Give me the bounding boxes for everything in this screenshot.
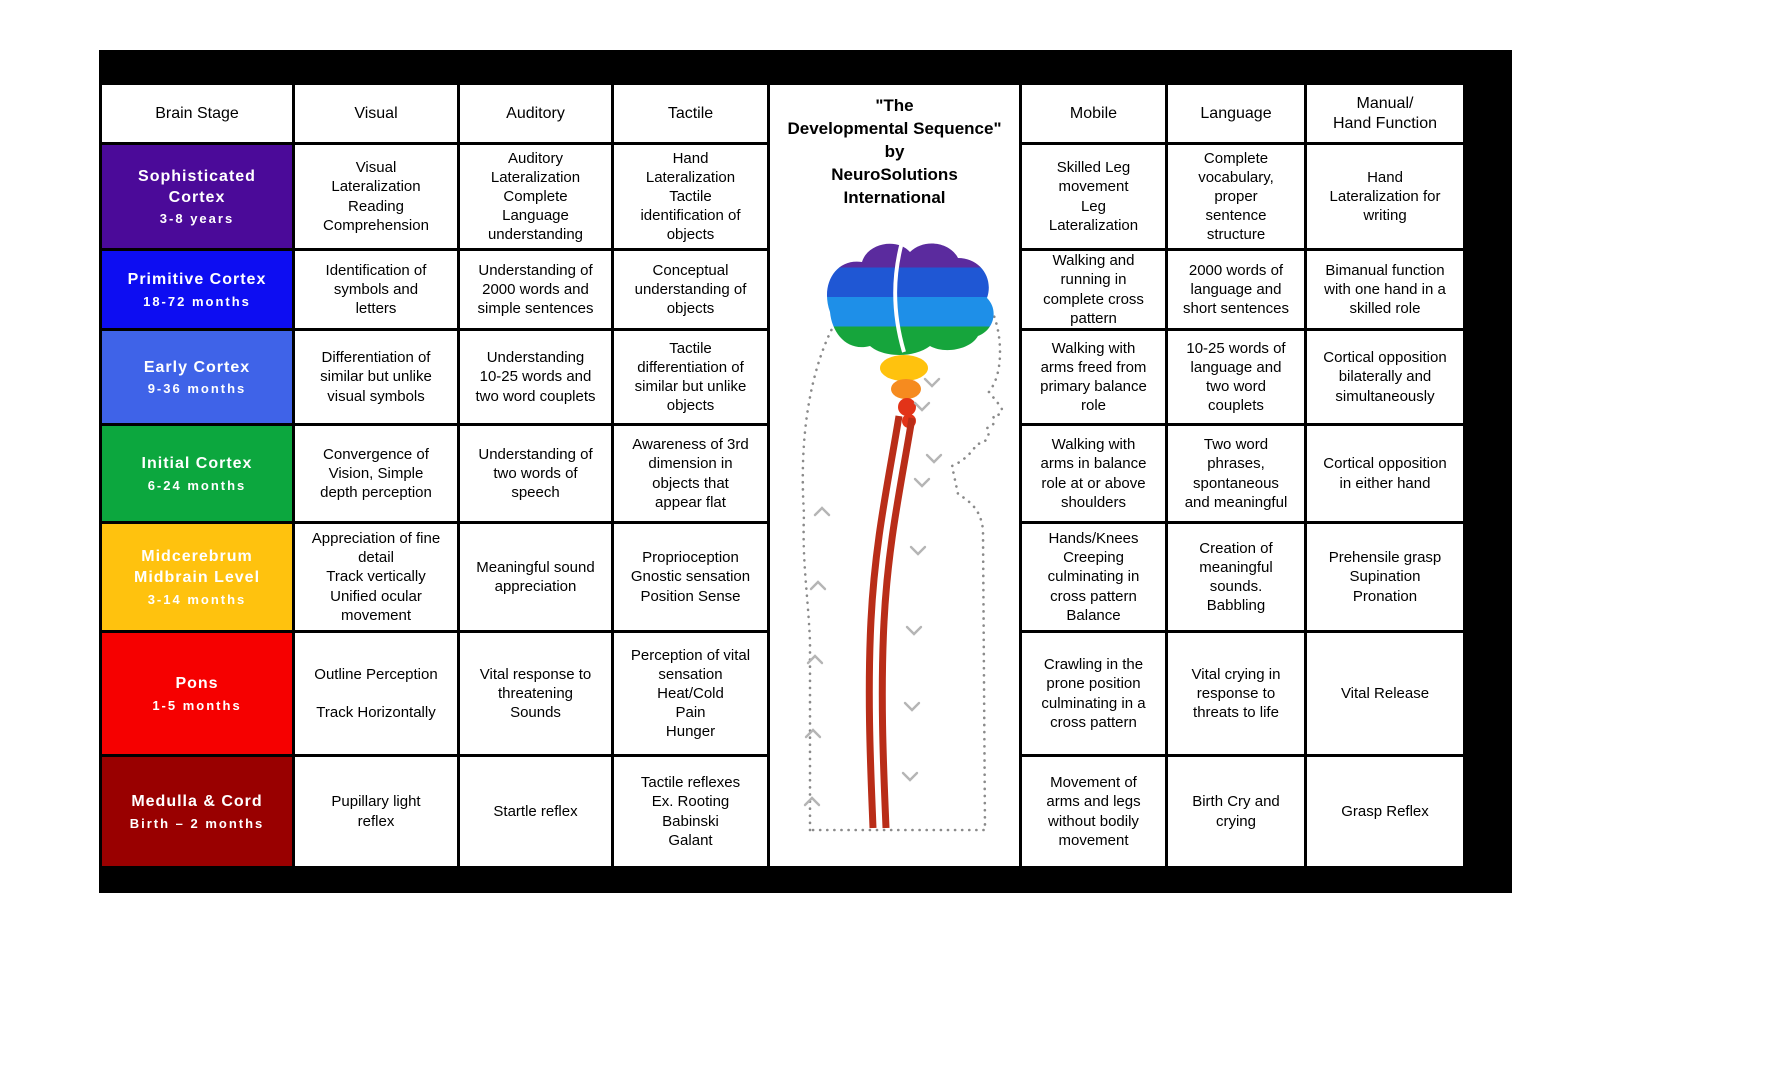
cell-language: 2000 words of language and short sentenc… [1168, 251, 1304, 328]
stage-name: Primitive Cortex [127, 271, 267, 289]
cell-tactile: Tactile differentiation of similar but u… [614, 331, 767, 423]
cell-tactile: Awareness of 3rd dimension in objects th… [614, 426, 767, 521]
sequence-title: "The Developmental Sequence" by NeuroSol… [787, 96, 1002, 207]
brain-midline [893, 241, 906, 353]
cell-manual: Prehensile grasp Supination Pronation [1307, 524, 1463, 630]
midbrain-node [880, 354, 928, 381]
cell-visual: Pupillary light reflex [295, 757, 457, 866]
cell-visual: Differentiation of similar but unlike vi… [295, 331, 457, 423]
cell-mobile: Skilled Leg movement Leg Lateralization [1022, 145, 1165, 248]
cell-mobile: Hands/Knees Creeping culminating in cros… [1022, 524, 1165, 630]
cell-manual: Hand Lateralization for writing [1307, 145, 1463, 248]
cell-visual: Identification of symbols and letters [295, 251, 457, 328]
stage-cell-primitive-cortex: Primitive Cortex 18-72 months [102, 251, 292, 328]
cell-tactile: Tactile reflexes Ex. Rooting Babinski Ga… [614, 757, 767, 866]
cell-mobile: Walking and running in complete cross pa… [1022, 251, 1165, 328]
stage-age: 3-8 years [159, 211, 235, 227]
stage-age: 9-36 months [147, 381, 247, 397]
cell-manual: Bimanual function with one hand in a ski… [1307, 251, 1463, 328]
header-visual: Visual [295, 85, 457, 142]
cell-visual: Convergence of Vision, Simple depth perc… [295, 426, 457, 521]
cell-tactile: Proprioception Gnostic sensation Positio… [614, 524, 767, 630]
cell-visual: Outline Perception Track Horizontally [295, 633, 457, 754]
body-outline [801, 256, 1004, 831]
cell-manual: Grasp Reflex [1307, 757, 1463, 866]
cell-mobile: Crawling in the prone position culminati… [1022, 633, 1165, 754]
medulla-node [898, 397, 916, 416]
stage-cell-sophisticated-cortex: Sophisticated Cortex 3-8 years [102, 145, 292, 248]
stage-name: Medulla & Cord [131, 793, 263, 811]
stage-name: Midcerebrum Midbrain Level [133, 548, 261, 586]
stage-cell-early-cortex: Early Cortex 9-36 months [102, 331, 292, 423]
cell-mobile: Walking with arms freed from primary bal… [1022, 331, 1165, 423]
pons-node [891, 378, 921, 399]
cell-tactile: Perception of vital sensation Heat/Cold … [614, 633, 767, 754]
cell-language: Creation of meaningful sounds. Babbling [1168, 524, 1304, 630]
stage-name: Early Cortex [143, 358, 251, 376]
stage-age: Birth – 2 months [129, 815, 265, 831]
header-auditory: Auditory [460, 85, 611, 142]
cell-auditory: Understanding of 2000 words and simple s… [460, 251, 611, 328]
cell-language: Vital crying in response to threats to l… [1168, 633, 1304, 754]
cell-auditory: Meaningful sound appreciation [460, 524, 611, 630]
cell-manual: Cortical opposition in either hand [1307, 426, 1463, 521]
cell-manual: Vital Release [1307, 633, 1463, 754]
cell-mobile: Walking with arms in balance role at or … [1022, 426, 1165, 521]
cell-auditory: Vital response to threatening Sounds [460, 633, 611, 754]
header-language: Language [1168, 85, 1304, 142]
stage-age: 18-72 months [143, 293, 251, 309]
stage-age: 3-14 months [147, 591, 247, 607]
cell-auditory: Startle reflex [460, 757, 611, 866]
developmental-sequence-table: Brain Stage Visual Auditory Tactile "The… [102, 85, 1463, 866]
developmental-sequence-figure [801, 241, 1004, 831]
header-manual: Manual/ Hand Function [1307, 85, 1463, 142]
stage-name: Initial Cortex [141, 455, 253, 473]
stage-name: Pons [175, 675, 219, 693]
cell-auditory: Auditory Lateralization Complete Languag… [460, 145, 611, 248]
cell-visual: Visual Lateralization Reading Comprehens… [295, 145, 457, 248]
cell-manual: Cortical opposition bilaterally and simu… [1307, 331, 1463, 423]
cell-language: Two word phrases, spontaneous and meanin… [1168, 426, 1304, 521]
direction-chevrons [803, 377, 943, 806]
stage-cell-pons: Pons 1-5 months [102, 633, 292, 754]
stage-age: 6-24 months [147, 477, 247, 493]
stage-name: Sophisticated Cortex [138, 167, 256, 206]
stage-cell-initial-cortex: Initial Cortex 6-24 months [102, 426, 292, 521]
cell-language: 10-25 words of language and two word cou… [1168, 331, 1304, 423]
cell-tactile: Hand Lateralization Tactile identificati… [614, 145, 767, 248]
cell-language: Complete vocabulary, proper sentence str… [1168, 145, 1304, 248]
header-mobile: Mobile [1022, 85, 1165, 142]
cell-mobile: Movement of arms and legs without bodily… [1022, 757, 1165, 866]
cell-auditory: Understanding of two words of speech [460, 426, 611, 521]
stage-cell-medulla-cord: Medulla & Cord Birth – 2 months [102, 757, 292, 866]
spinal-cord-left [865, 415, 903, 828]
center-panel: "The Developmental Sequence" by NeuroSol… [770, 85, 1019, 866]
header-brain-stage: Brain Stage [102, 85, 292, 142]
cell-language: Birth Cry and crying [1168, 757, 1304, 866]
stage-age: 1-5 months [152, 697, 242, 713]
cell-visual: Appreciation of fine detail Track vertic… [295, 524, 457, 630]
spinal-cord-right [878, 417, 916, 828]
cell-auditory: Understanding 10-25 words and two word c… [460, 331, 611, 423]
figure-wrap [772, 210, 1017, 864]
header-tactile: Tactile [614, 85, 767, 142]
brain-shape [826, 243, 994, 355]
cell-tactile: Conceptual understanding of objects [614, 251, 767, 328]
stage-cell-midcerebrum: Midcerebrum Midbrain Level 3-14 months [102, 524, 292, 630]
poster-board: Brain Stage Visual Auditory Tactile "The… [99, 50, 1512, 893]
